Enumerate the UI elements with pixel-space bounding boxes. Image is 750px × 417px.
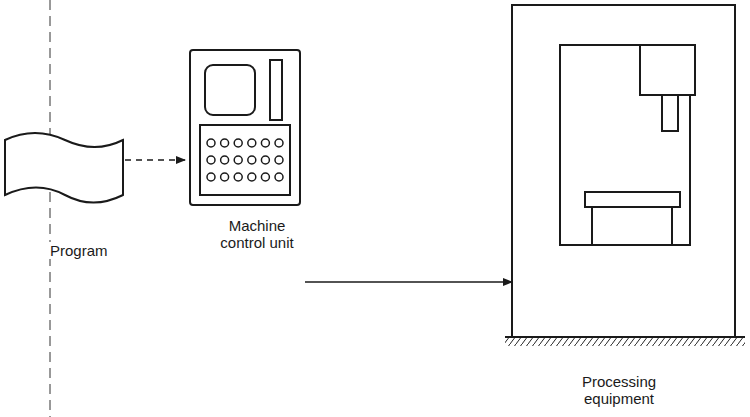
node-label: Program — [48, 242, 110, 259]
boundary-line — [50, 0, 51, 417]
ground-hatching — [505, 338, 745, 346]
machine-tool — [505, 5, 745, 337]
program-tape: Program — [0, 130, 125, 265]
node-label: Processing equipment — [557, 373, 681, 407]
flow-arrow — [125, 159, 185, 161]
processing-equipment: Processing equipment — [512, 5, 745, 417]
node-label: Machine control unit — [215, 217, 299, 251]
flow-arrow — [305, 281, 512, 283]
machine-control-unit: Machine control unit — [185, 45, 305, 285]
